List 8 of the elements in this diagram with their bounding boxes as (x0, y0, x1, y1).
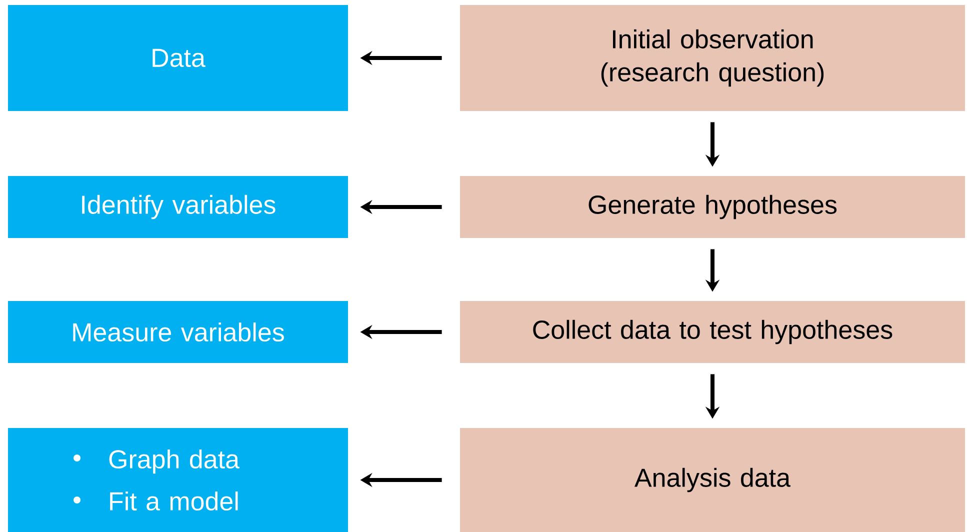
result-box: Graph data Fit a model (8, 428, 348, 532)
process-box: Generate hypotheses (460, 176, 965, 238)
result-box: Measure variables (8, 301, 348, 363)
result-box: Data (8, 5, 348, 111)
result-box: Identify variables (8, 176, 348, 238)
process-box: Analysis data (460, 428, 965, 532)
process-box: Collect data to test hypotheses (460, 301, 965, 363)
process-box: Initial observation (research question) (460, 5, 965, 111)
